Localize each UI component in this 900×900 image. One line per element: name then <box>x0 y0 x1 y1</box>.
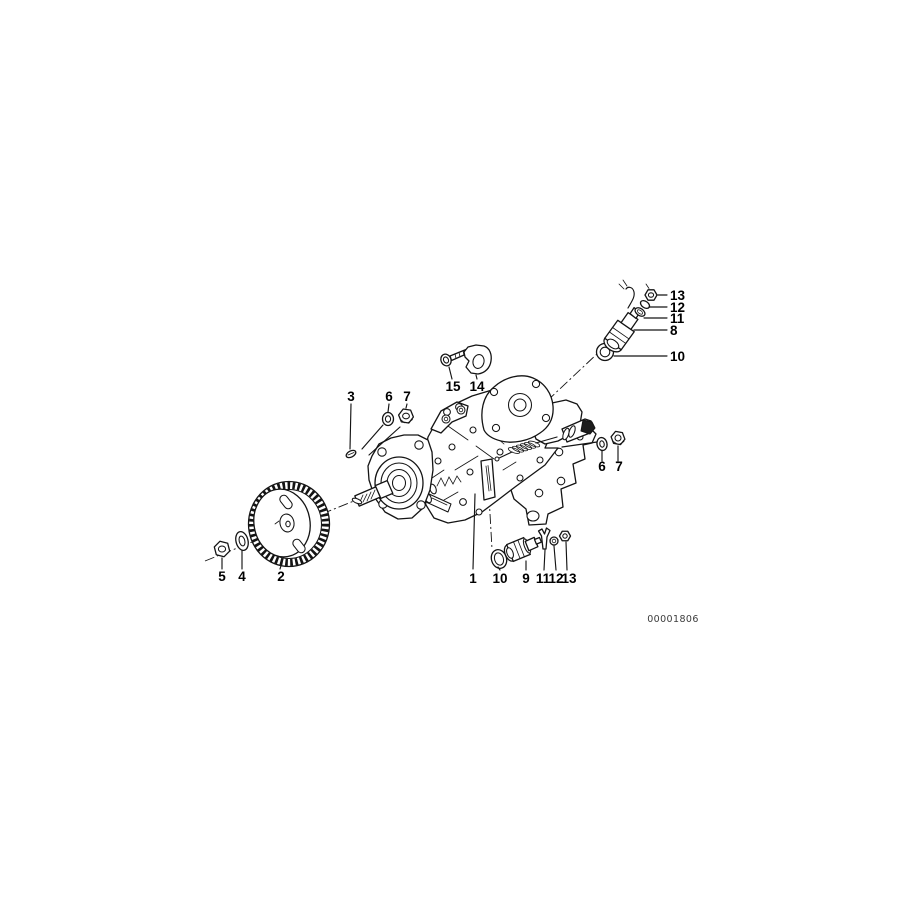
pump-body <box>351 375 597 526</box>
callout-8: 8 <box>670 323 678 338</box>
callout-10-bottom: 10 <box>492 571 507 586</box>
valve-bottom <box>490 527 572 569</box>
callout-7-top: 7 <box>403 389 411 404</box>
callout-11-right: 11 <box>670 311 685 326</box>
washer-top <box>381 411 395 427</box>
callout-9: 9 <box>522 571 530 586</box>
nut-right <box>610 430 626 446</box>
leader-lines <box>221 294 668 571</box>
callout-13-bottom: 13 <box>561 571 577 586</box>
callout-labels: 3 6 7 15 14 13 12 11 8 10 6 7 5 4 2 1 10… <box>218 288 685 586</box>
callout-10-right: 10 <box>670 349 685 364</box>
callout-6-right: 6 <box>598 459 606 474</box>
callout-7-right: 7 <box>615 459 623 474</box>
callout-13-right: 13 <box>670 288 686 303</box>
callout-12-right: 12 <box>670 300 685 315</box>
callout-2: 2 <box>277 569 285 584</box>
callout-6-top: 6 <box>385 389 393 404</box>
callout-3: 3 <box>347 389 355 404</box>
drive-shaft <box>374 479 394 500</box>
callout-5: 5 <box>218 569 226 584</box>
callout-11-bottom: 11 <box>536 571 551 586</box>
nut-top <box>397 408 415 424</box>
side-spring <box>436 475 462 487</box>
gear-nut <box>213 540 231 558</box>
clamp-top <box>463 344 492 375</box>
return-pipe <box>625 286 635 309</box>
control-rod-spring <box>494 436 558 462</box>
callout-4: 4 <box>238 569 246 584</box>
callout-12-bottom: 12 <box>548 571 563 586</box>
callout-14: 14 <box>469 379 485 394</box>
valve-upper-right <box>595 279 658 362</box>
bolt-heads <box>434 405 544 516</box>
callout-1: 1 <box>469 571 477 586</box>
fork-pin <box>537 527 551 550</box>
callout-15: 15 <box>445 379 461 394</box>
drawing-number: 00001806 <box>647 614 699 625</box>
timing-gear <box>247 480 331 568</box>
key-top-left <box>345 449 357 459</box>
bolt-top <box>440 348 469 367</box>
washer-right <box>596 436 608 452</box>
gear-washer <box>235 531 249 551</box>
